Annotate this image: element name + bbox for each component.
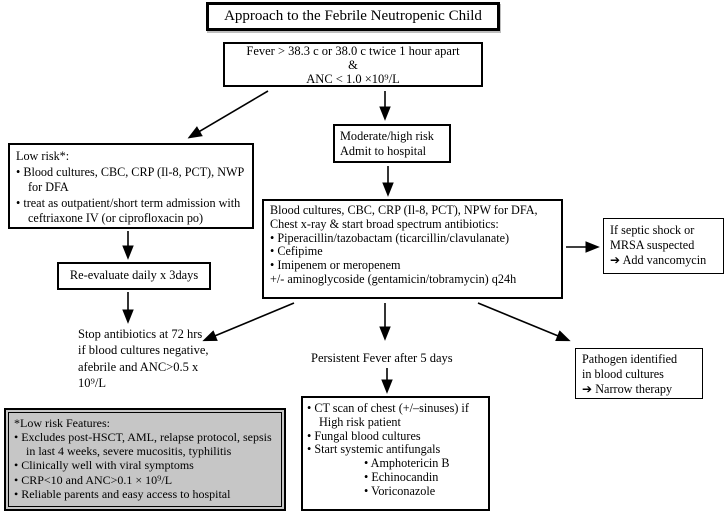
aminoglycoside-line: +/- aminoglycoside (gentamicin/tobramyci… xyxy=(270,271,517,286)
low-risk-feature: • Excludes post-HSCT, AML, relapse proto… xyxy=(14,430,272,459)
septic-shock-box: If septic shock or MRSA suspected ➔ Add … xyxy=(603,218,724,274)
workup-bullet: • CT scan of chest (+/–sinuses) if High … xyxy=(307,401,469,429)
pathogen-line: Pathogen identified xyxy=(582,352,678,366)
low-risk-feature: • CRP<10 and ANC>0.1 × 10⁹/L xyxy=(14,472,173,487)
persistent-fever-note: Persistent Fever after 5 days xyxy=(311,351,486,367)
pathogen-line: in blood cultures xyxy=(582,366,664,381)
arrow-fever-to-lowrisk xyxy=(187,90,269,139)
fever-criteria-box: Fever > 38.3 c or 38.0 c twice 1 hour ap… xyxy=(223,42,483,87)
low-risk-features-title: *Low risk Features: xyxy=(14,416,110,430)
moderate-high-risk-box: Moderate/high risk Admit to hospital xyxy=(333,124,451,163)
admit-line: Admit to hospital xyxy=(340,144,427,159)
low-risk-features-inner: *Low risk Features: • Excludes post-HSCT… xyxy=(8,412,282,507)
stop-antibiotics-text: Stop antibiotics at 72 hrs if blood cult… xyxy=(78,327,209,390)
ampersand: & xyxy=(348,57,358,72)
low-risk-box: Low risk*: • Blood cultures, CBC, CRP (I… xyxy=(8,143,254,229)
page-title: Approach to the Febrile Neutropenic Chil… xyxy=(224,8,482,25)
workup-bullet: • Fungal blood cultures xyxy=(307,428,421,443)
low-risk-features-box: *Low risk Features: • Excludes post-HSCT… xyxy=(4,408,286,511)
narrow-therapy-line: ➔ Narrow therapy xyxy=(582,381,673,396)
fever-line: Fever > 38.3 c or 38.0 c twice 1 hour ap… xyxy=(246,43,460,58)
antibiotic-bullet: • Imipenem or meropenem xyxy=(270,258,401,273)
pathogen-identified-box: Pathogen identified in blood cultures ➔ … xyxy=(575,348,703,399)
persistent-fever-workup-box: • CT scan of chest (+/–sinuses) if High … xyxy=(301,396,490,511)
workup-bullet: • Start systemic antifungals xyxy=(307,442,441,457)
persistent-fever-label: Persistent Fever after 5 days xyxy=(311,351,453,365)
antifungal-bullet: • Amphotericin B xyxy=(364,456,450,471)
arrow-broad-to-stop xyxy=(202,302,295,342)
add-vancomycin-line: ➔ Add vancomycin xyxy=(610,252,707,267)
stop-antibiotics-note: Stop antibiotics at 72 hrs if blood cult… xyxy=(78,326,210,391)
moderate-line: Moderate/high risk xyxy=(340,129,434,143)
antifungal-bullet: • Voriconazole xyxy=(364,483,436,498)
low-risk-bullet: • Blood cultures, CBC, CRP (Il-8, PCT), … xyxy=(16,164,244,195)
arrow-broad-to-pathogen xyxy=(477,302,571,342)
low-risk-feature: • Clinically well with viral symptoms xyxy=(14,458,194,473)
reevaluate-box: Re-evaluate daily x 3days xyxy=(57,262,211,290)
septic-line: MRSA suspected xyxy=(610,237,695,252)
low-risk-feature: • Reliable parents and easy access to ho… xyxy=(14,486,231,501)
broad-spectrum-box: Blood cultures, CBC, CRP (Il-8, PCT), NP… xyxy=(262,199,563,299)
low-risk-title: Low risk*: xyxy=(16,149,70,163)
antifungal-bullet: • Echinocandin xyxy=(364,469,439,484)
antibiotic-bullet: • Piperacillin/tazobactam (ticarcillin/c… xyxy=(270,230,510,245)
title-box: Approach to the Febrile Neutropenic Chil… xyxy=(206,2,500,31)
antibiotic-bullet: • Cefipime xyxy=(270,244,323,259)
low-risk-bullet: • treat as outpatient/short term admissi… xyxy=(16,195,241,226)
reevaluate-label: Re-evaluate daily x 3days xyxy=(69,268,199,283)
broad-line: Blood cultures, CBC, CRP (Il-8, PCT), NP… xyxy=(270,203,538,217)
septic-line: If septic shock or xyxy=(610,223,695,237)
broad-line: Chest x-ray & start broad spectrum antib… xyxy=(270,216,499,231)
anc-line: ANC < 1.0 ×10⁹/L xyxy=(306,71,400,86)
